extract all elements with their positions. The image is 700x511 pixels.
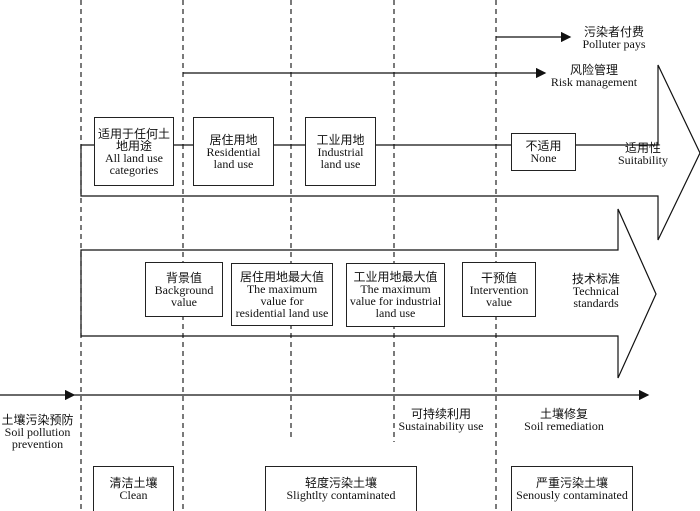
label-zh: 工业用地 <box>316 132 365 147</box>
label-en: Risk management <box>550 75 638 89</box>
remediation-label: 土壤修复 Soil remediation <box>518 408 610 432</box>
box-clean-soil: 清洁土壤 Clean <box>93 466 174 511</box>
label-en: Intervention <box>469 282 529 297</box>
label-en: land use <box>213 156 254 171</box>
box-residential-max: 居住用地最大值 The maximum value for residentia… <box>231 263 333 326</box>
box-intervention-value: 干预值 Intervention value <box>462 262 536 317</box>
label-zh: 背景值 <box>165 270 202 285</box>
label-en: Senously contaminated <box>516 488 628 502</box>
label-en: The maximum <box>246 281 318 296</box>
label-zh: 轻度污染土壤 <box>304 476 377 490</box>
label-en: value for industrial <box>349 294 442 308</box>
technical-standards-arrow <box>80 208 657 379</box>
polluter-pays-label: 污染者付费 Polluter pays <box>574 26 654 50</box>
label-en: value <box>486 294 512 309</box>
sustainability-label: 可持续利用 Sustainability use <box>395 408 487 432</box>
label-zh: 适用于任何土地用途 <box>97 126 170 153</box>
label-zh: 干预值 <box>480 270 517 285</box>
label-zh: 适用性 <box>624 141 661 155</box>
label-zh: 严重污染土壤 <box>535 476 608 490</box>
label-en: Polluter pays <box>582 37 646 51</box>
label-en: value for <box>260 293 304 308</box>
label-en: Sustainability use <box>398 419 484 433</box>
label-en: All land use <box>105 150 163 165</box>
box-industrial-land-use: 工业用地 Industrial land use <box>305 117 376 186</box>
technical-standards-label: 技术标准 Technical standards <box>560 273 632 309</box>
label-en: The maximum <box>360 282 431 296</box>
label-en: land use <box>320 156 361 171</box>
suitability-arrow <box>80 64 700 241</box>
prevention-label: 土壤污染预防 Soil pollution prevention <box>0 414 75 450</box>
box-all-land-use: 适用于任何土地用途 All land use categories <box>94 117 174 186</box>
box-seriously-contaminated: 严重污染土壤 Senously contaminated <box>511 466 633 511</box>
label-en: Residential <box>206 144 261 159</box>
label-zh: 工业用地最大值 <box>353 270 438 284</box>
risk-management-label: 风险管理 Risk management <box>538 64 650 88</box>
label-en: Background <box>154 282 214 297</box>
box-none: 不适用 None <box>511 133 576 171</box>
box-residential-land-use: 居住用地 Residential land use <box>193 117 274 186</box>
label-zh: 不适用 <box>525 139 562 153</box>
label-zh: 技术标准 <box>571 272 620 286</box>
label-en: None <box>530 151 557 165</box>
label-en: Suitability <box>617 153 668 167</box>
label-zh: 土壤修复 <box>539 407 588 421</box>
label-zh: 土壤污染预防 <box>1 413 74 427</box>
label-zh: 污染者付费 <box>583 25 644 39</box>
box-slightly-contaminated: 轻度污染土壤 Slightlty contaminated <box>265 466 417 511</box>
label-zh: 清洁土壤 <box>109 476 158 490</box>
label-en: categories <box>109 162 159 177</box>
dashed-dividers <box>80 0 497 511</box>
label-en: prevention <box>11 437 64 451</box>
label-en: Soil remediation <box>524 419 604 433</box>
label-en: Clean <box>119 488 148 502</box>
label-en: standards <box>573 296 619 310</box>
box-background-value: 背景值 Background value <box>145 262 223 317</box>
label-zh: 居住用地 <box>209 132 258 147</box>
label-en: value <box>171 294 197 309</box>
box-industrial-max: 工业用地最大值 The maximum value for industrial… <box>346 263 445 327</box>
suitability-label: 适用性 Suitability <box>612 142 674 166</box>
label-en: Technical <box>572 284 620 298</box>
label-en: Soil pollution <box>4 425 71 439</box>
label-en: Slightlty contaminated <box>286 488 396 502</box>
label-en: Industrial <box>317 144 364 159</box>
label-zh: 可持续利用 <box>410 407 471 421</box>
label-en: residential land use <box>235 305 329 320</box>
label-en: land use <box>375 306 416 320</box>
label-zh: 居住用地最大值 <box>239 269 324 284</box>
label-zh: 风险管理 <box>569 63 618 77</box>
